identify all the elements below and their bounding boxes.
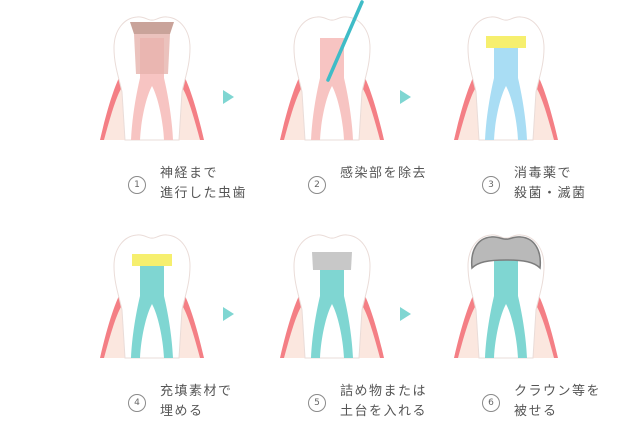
step-caption: 1 神経まで進行した虫歯 bbox=[52, 148, 252, 208]
step-label: 神経まで進行した虫歯 bbox=[160, 164, 247, 204]
core-post bbox=[312, 252, 352, 270]
step-label-line: 詰め物または bbox=[340, 384, 428, 399]
step-caption: 5 詰め物または土台を入れる bbox=[232, 366, 432, 426]
step-5: 5 詰め物または土台を入れる bbox=[232, 218, 432, 428]
step-caption: 6 クラウン等を被せる bbox=[406, 366, 606, 426]
step-caption: 4 充填素材で埋める bbox=[52, 366, 252, 426]
arrow-step4-to-5 bbox=[223, 307, 234, 321]
step-label-line: 埋める bbox=[160, 404, 204, 419]
pulp-canal bbox=[131, 256, 173, 358]
step-label: 充填素材で埋める bbox=[160, 382, 233, 422]
tooth-illustration bbox=[454, 234, 558, 359]
crown-cap bbox=[470, 236, 542, 270]
pulp-canal bbox=[311, 38, 353, 140]
step-label: 消毒薬で殺菌・滅菌 bbox=[514, 164, 587, 204]
pulp-canal bbox=[485, 38, 527, 140]
step-label-line: 神経まで bbox=[160, 166, 219, 181]
step-label-line: 感染部を除去 bbox=[340, 166, 428, 181]
arrow-step2-to-3 bbox=[400, 90, 411, 104]
step-label: クラウン等を被せる bbox=[514, 382, 601, 422]
step-2: 2 感染部を除去 bbox=[232, 0, 432, 210]
step-label-line: 進行した虫歯 bbox=[160, 186, 248, 201]
tooth-illustration bbox=[280, 0, 384, 141]
arrow-step1-to-2 bbox=[223, 90, 234, 104]
decay-area bbox=[130, 22, 174, 34]
tooth-illustration bbox=[454, 16, 558, 141]
step-number: 2 bbox=[308, 176, 326, 194]
step-caption: 2 感染部を除去 bbox=[232, 148, 432, 208]
tooth-illustration bbox=[100, 16, 204, 141]
step-caption: 3 消毒薬で殺菌・滅菌 bbox=[406, 148, 606, 208]
infected-crown bbox=[134, 34, 170, 74]
step-number: 1 bbox=[128, 176, 146, 194]
tooth-illustration bbox=[280, 234, 384, 359]
step-1: 1 神経まで進行した虫歯 bbox=[52, 0, 252, 210]
pulp-canal bbox=[311, 256, 353, 358]
step-label-line: クラウン等を bbox=[514, 384, 602, 399]
file-instrument bbox=[326, 0, 364, 82]
step-4: 4 充填素材で埋める bbox=[52, 218, 252, 428]
arrow-step5-to-6 bbox=[400, 307, 411, 321]
step-label: 感染部を除去 bbox=[340, 164, 427, 184]
step-label-line: 充填素材で bbox=[160, 384, 233, 399]
step-label-line: 土台を入れる bbox=[340, 404, 428, 419]
step-number: 6 bbox=[482, 394, 500, 412]
tooth-illustration bbox=[100, 234, 204, 359]
step-number: 5 bbox=[308, 394, 326, 412]
temporary-seal bbox=[486, 36, 526, 48]
step-3: 3 消毒薬で殺菌・滅菌 bbox=[406, 0, 606, 210]
temporary-seal bbox=[132, 254, 172, 266]
step-label-line: 被せる bbox=[514, 404, 558, 419]
pulp-canal bbox=[485, 256, 527, 358]
step-number: 4 bbox=[128, 394, 146, 412]
step-label: 詰め物または土台を入れる bbox=[340, 382, 427, 422]
step-label-line: 殺菌・滅菌 bbox=[514, 186, 587, 201]
step-number: 3 bbox=[482, 176, 500, 194]
step-label-line: 消毒薬で bbox=[514, 166, 573, 181]
step-6: 6 クラウン等を被せる bbox=[406, 218, 606, 428]
